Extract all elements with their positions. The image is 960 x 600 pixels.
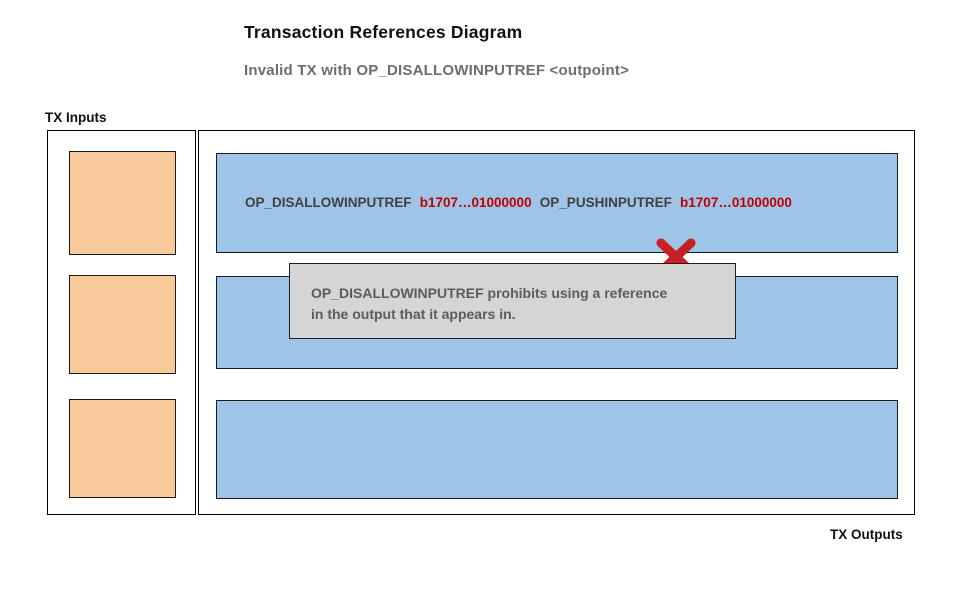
- tx-outputs-label: TX Outputs: [830, 527, 903, 542]
- tx-input-box-3: [69, 399, 176, 498]
- tooltip-text-line-1: OP_DISALLOWINPUTREF prohibits using a re…: [311, 285, 668, 301]
- outpoint-ref-1: b1707…01000000: [419, 195, 532, 210]
- tooltip-text-line-2: in the output that it appears in.: [311, 306, 516, 322]
- opcode-pushinputref: OP_PUSHINPUTREF: [539, 195, 672, 210]
- tx-input-box-1: [69, 151, 176, 255]
- output-script-text: OP_DISALLOWINPUTREF b1707…01000000 OP_PU…: [245, 194, 792, 212]
- tx-output-row-3: [216, 400, 898, 499]
- tx-inputs-panel: [47, 130, 196, 515]
- tx-output-row-1: OP_DISALLOWINPUTREF b1707…01000000 OP_PU…: [216, 153, 898, 276]
- tx-input-box-2: [69, 275, 176, 374]
- tx-inputs-label: TX Inputs: [45, 110, 107, 125]
- opcode-disallowinputref: OP_DISALLOWINPUTREF: [245, 195, 412, 210]
- outpoint-ref-2: b1707…01000000: [680, 195, 792, 210]
- page-title: Transaction References Diagram: [244, 22, 523, 42]
- tx-outputs-panel: OP_DISALLOWINPUTREF b1707…01000000 OP_PU…: [198, 130, 915, 515]
- explanation-tooltip: OP_DISALLOWINPUTREF prohibits using a re…: [289, 263, 736, 339]
- page-subtitle: Invalid TX with OP_DISALLOWINPUTREF <out…: [244, 62, 630, 79]
